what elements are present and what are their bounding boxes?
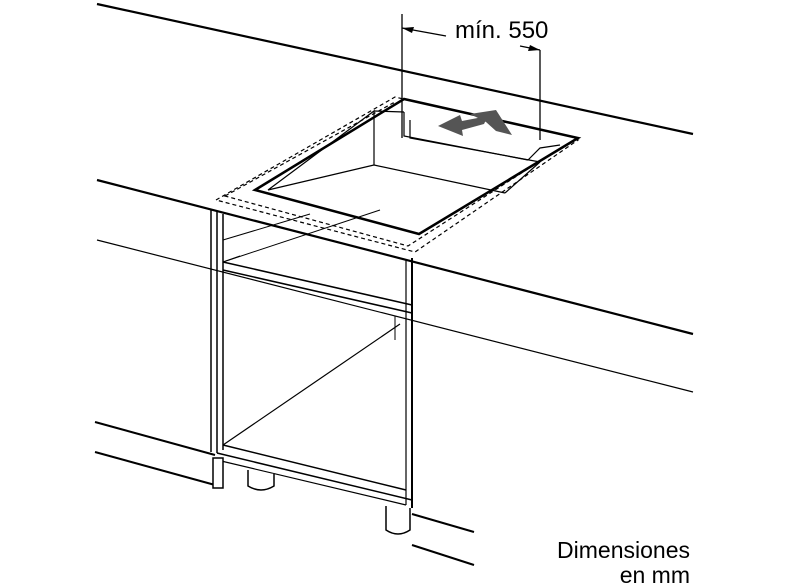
dimension-arrowheads [402,27,540,51]
airflow-arrow-icon [438,110,512,136]
worktop-cutout [251,97,582,236]
caption-line-1: Dimensiones [557,537,690,563]
cabinet-feet [212,457,411,535]
hob-dashed-outline [214,96,580,253]
min-width-label: mín. 550 [455,17,548,44]
base-cabinet [210,209,413,508]
floor-lines [94,421,475,566]
caption-line-2: en mm [620,562,690,587]
